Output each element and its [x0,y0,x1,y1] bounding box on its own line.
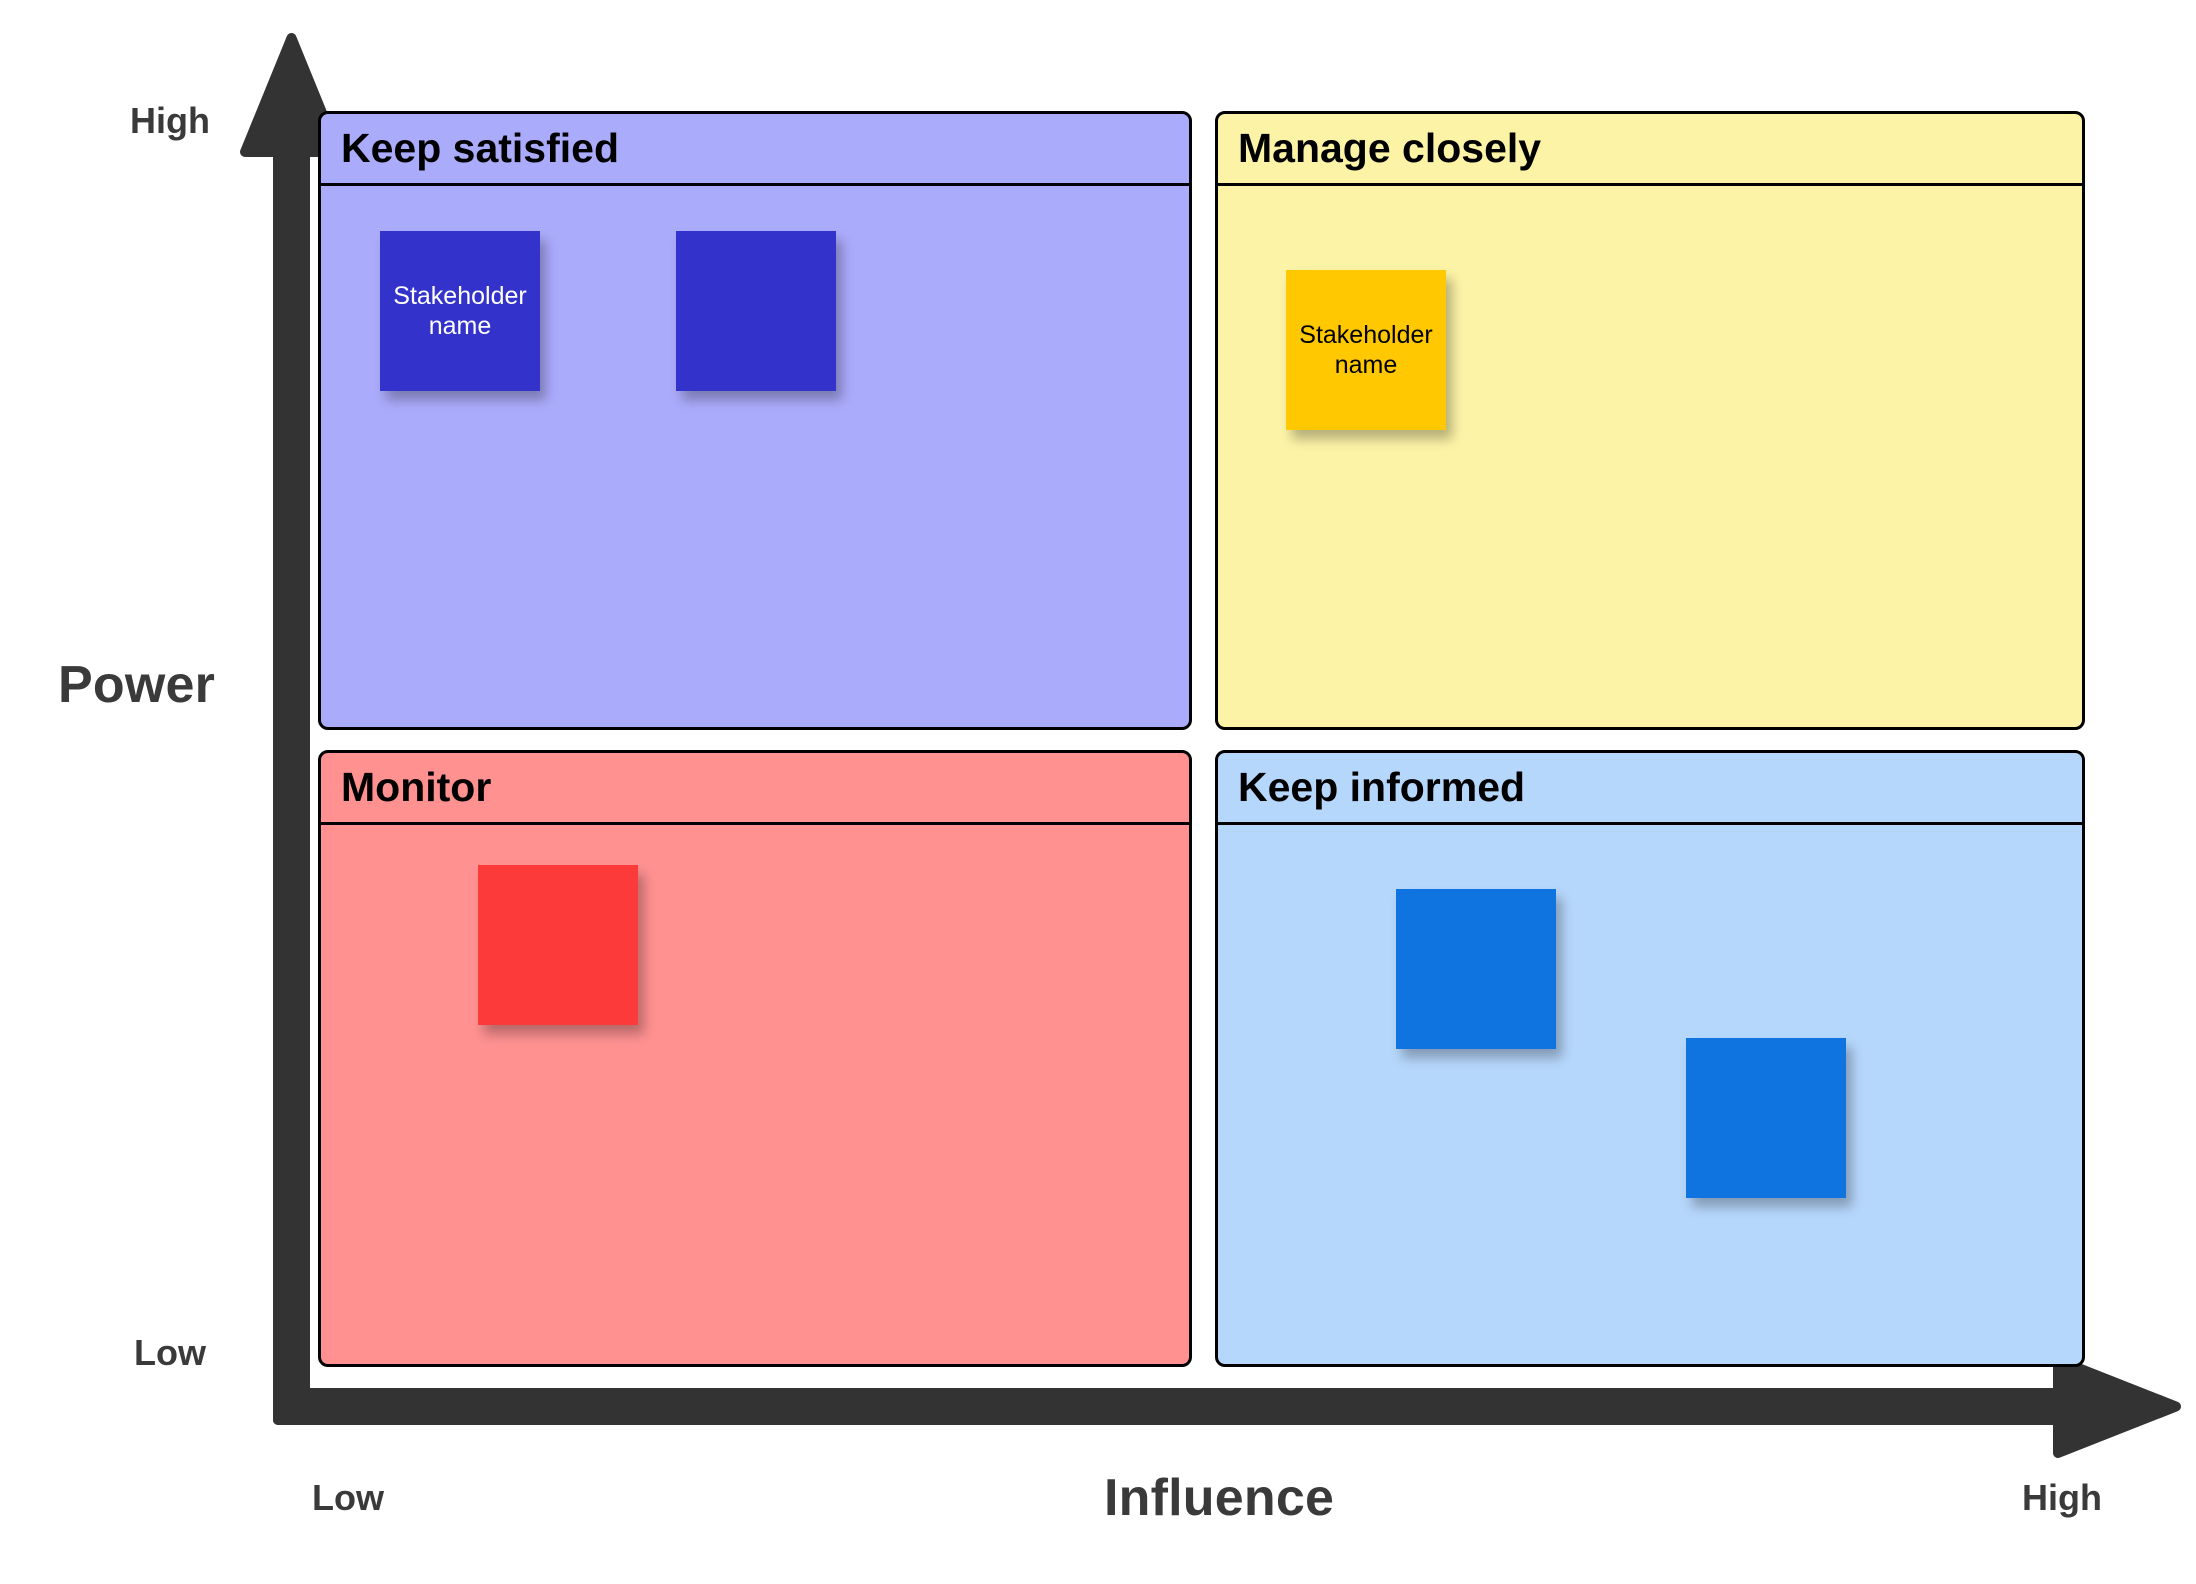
sticky-note-label: Stakeholder name [1299,320,1433,380]
quadrant-keep-satisfied[interactable]: Keep satisfied Stakeholder name [318,111,1192,730]
sticky-note[interactable]: Stakeholder name [1286,270,1446,430]
x-axis-title: Influence [1104,1469,1335,1527]
quadrant-header: Monitor [321,753,1189,825]
sticky-note[interactable] [676,231,836,391]
sticky-note-label: Stakeholder name [393,281,527,341]
quadrant-keep-informed[interactable]: Keep informed [1215,750,2085,1367]
x-axis-high-label: High [2022,1477,2102,1518]
y-axis-title: Power [58,656,216,714]
quadrant-header: Keep informed [1218,753,2082,825]
x-axis-low-label: Low [312,1477,384,1518]
quadrant-title-manage-closely: Manage closely [1238,125,1542,171]
x-axis-arrow [273,1355,2181,1458]
y-axis-low-label: Low [134,1332,206,1373]
quadrant-body [1218,825,2082,1364]
quadrant-body: Stakeholder name [321,186,1189,727]
quadrant-title-monitor: Monitor [341,764,492,810]
quadrant-header: Keep satisfied [321,114,1189,186]
quadrant-title-keep-informed: Keep informed [1238,764,1526,810]
quadrant-body [321,825,1189,1364]
quadrant-monitor[interactable]: Monitor [318,750,1192,1367]
quadrant-title-keep-satisfied: Keep satisfied [341,125,619,171]
y-axis-high-label: High [130,100,210,141]
sticky-note[interactable] [478,865,638,1025]
sticky-note[interactable]: Stakeholder name [380,231,540,391]
quadrant-manage-closely[interactable]: Manage closely Stakeholder name [1215,111,2085,730]
quadrant-body: Stakeholder name [1218,186,2082,727]
sticky-note[interactable] [1396,889,1556,1049]
quadrant-header: Manage closely [1218,114,2082,186]
sticky-note[interactable] [1686,1038,1846,1198]
